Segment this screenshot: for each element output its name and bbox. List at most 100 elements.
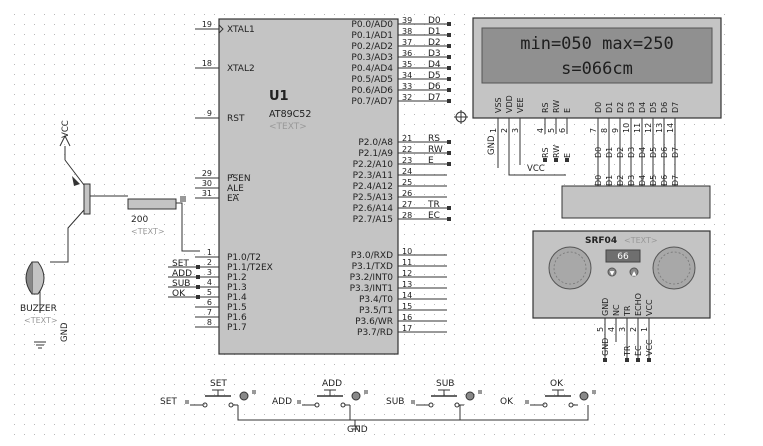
mcu-net-label: RW [428,145,443,155]
mcu-u1[interactable]: U1 AT89C52 <TEXT> 19XTAL118XTAL29RST29PS… [195,16,468,355]
mcu-left-pin-num: 2 [207,258,212,267]
mcu-net-label: RS [428,134,440,144]
lcd-pin-num: 8 [600,128,609,133]
net-terminal [447,88,451,92]
mcu-net-label: D6 [428,82,441,92]
mcu-right-pin-name: P3.5/T1 [359,306,393,316]
mcu-right-pin-name: P2.4/A12 [353,182,393,192]
mcu-right-pin-num: 32 [402,93,412,102]
mcu-left-pin-num: 9 [207,109,212,118]
net-terminal [196,295,200,299]
net-terminal [447,162,451,166]
button-net-label: OK [500,397,514,407]
mcu-right-pin-name: P0.6/AD6 [351,86,393,96]
button-toggle-icon[interactable] [351,391,361,401]
lcd-pin-name: RW [552,100,561,113]
button-toggle-icon[interactable] [579,391,589,401]
lcd-data-net-label-lower: D7 [671,175,680,186]
lcd-pin-num: 2 [500,128,509,133]
lcd-pin-num: 12 [644,123,653,133]
mcu-right-pin-num: 12 [402,269,412,278]
mcu-right-pin-name: P2.0/A8 [358,138,393,148]
mcu-left-pin-num: 30 [202,179,212,188]
mcu-net-label: D3 [428,49,441,59]
mcu-left-pin-name: P1.4 [227,293,247,303]
mcu-right-pin-num: 21 [402,134,412,143]
srf04-net-label: GND [601,338,610,356]
mcu-text-placeholder: <TEXT> [269,122,307,132]
lcd-pins: VSS1VDD2VEE3RS4RW5E6D07D18D29D310D411D51… [489,95,680,134]
mcu-right-pin-name: P0.1/AD1 [351,31,393,41]
mcu-left-pin-name: P1.5 [227,303,247,313]
net-terminal [447,66,451,70]
buzzer-circuit[interactable]: VCC 200 <TEXT> BUZZER <TEXT> GND [20,120,200,349]
lcd-data-net-label-lower: D2 [616,175,625,186]
mcu-right-pin-name: P3.1/TXD [352,262,393,272]
mcu-net-label: D7 [428,93,441,103]
mcu-right-pin-name: P3.0/RXD [351,251,393,261]
p1-net-label: SET [172,259,189,269]
button-label: OK [550,379,564,389]
mcu-left-pin-name: XTAL2 [227,64,255,74]
lcd-module[interactable]: min=050 max=250 s=066cm VSS1VDD2VEE3RS4R… [472,17,722,134]
buttons-gnd-label: GND [347,425,368,435]
buzzer-text-placeholder: <TEXT> [24,316,58,325]
ground-symbol-icon [350,425,360,430]
srf04-net-label: TR [623,345,632,357]
net-terminal [447,206,451,210]
mcu-left-pin-num: 4 [207,278,212,287]
lcd-screen [481,27,713,84]
mcu-left-pin-num: 1 [207,248,212,257]
mcu-right-pin-num: 11 [402,258,412,267]
net-terminal [447,151,451,155]
srf04-pin-name: NC [612,304,621,316]
srf04-sensor[interactable]: SRF04 <TEXT> 66 ▼ ▲ GND5NC4TR3ECHO2VCC1G… [532,230,711,362]
button-toggle-icon[interactable] [465,391,475,401]
mcu-part: AT89C52 [269,109,311,120]
button-label: ADD [322,379,342,389]
srf04-pin-name: TR [623,305,632,317]
mcu-right-pin-num: 35 [402,60,412,69]
lcd-data-net-label-lower: D3 [627,175,636,186]
button-label: SUB [436,379,454,389]
srf04-pin-name: GND [601,298,610,316]
mcu-right-pin-name: P3.6/WR [355,317,393,327]
lcd-data-net-label-lower: D1 [605,175,614,186]
lcd-pin-name: D4 [638,102,647,113]
mcu-right-pin-num: 27 [402,200,412,209]
push-button-ok[interactable]: OK OK [500,379,596,408]
mcu-right-pin-name: P2.3/A11 [353,171,393,181]
net-terminal [603,358,607,362]
button-toggle-icon[interactable] [239,391,249,401]
lcd-pin-num: 3 [511,128,520,133]
mcu-right-pin-name: P2.6/A14 [353,204,394,214]
mcu-left-pin-num: 29 [202,169,212,178]
mcu-left-pin-name: P1.3 [227,283,247,293]
mcu-right-pin-name: P0.7/AD7 [351,97,393,107]
mcu-right-pin-name: P2.5/A13 [353,193,393,203]
mcu-right-pin-name: P2.7/A15 [353,215,393,225]
mcu-right-pin-num: 14 [402,291,412,300]
srf04-pin-num: 2 [629,327,638,332]
mcu-left-pin-num: 18 [202,59,212,68]
net-terminal [636,358,640,362]
mcu-right-pin-num: 10 [402,247,412,256]
lcd-pin-name: VEE [516,97,525,113]
net-terminal [447,99,451,103]
net-terminal [625,358,629,362]
lcd-data-net-label-lower: D6 [660,175,669,186]
mcu-right-pin-num: 33 [402,82,412,91]
net-terminal [447,44,451,48]
srf04-pin-num: 1 [640,327,649,332]
lcd-pin-name: RS [541,102,550,113]
srf04-reading: 66 [617,252,629,262]
mcu-net-label: D4 [428,60,441,70]
lcd-pin-num: 7 [589,128,598,133]
mcu-left-pin-name: P1.0/T2 [227,253,261,263]
srf04-pin-num: 4 [607,327,616,332]
